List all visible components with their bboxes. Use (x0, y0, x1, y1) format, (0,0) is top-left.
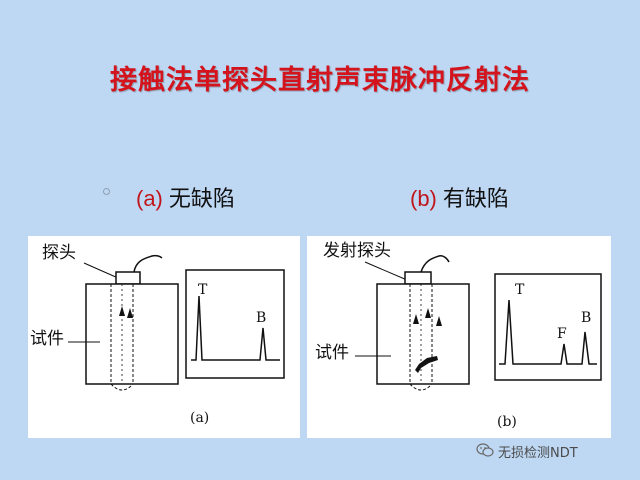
peak-b-label-b: B (581, 310, 591, 326)
probe-label-b: 发射探头 (323, 241, 391, 261)
diagram-b-svg: 发射探头 试件 T F B (b) (315, 241, 602, 430)
caption-a-letter: (a) (136, 186, 163, 211)
arrow-up-a1 (119, 306, 125, 316)
slide-title: 接触法单探头直射声束脉冲反射法 (110, 65, 530, 96)
a-scan-trace-b (499, 299, 597, 365)
arrow-up-a2 (127, 308, 133, 318)
specimen-label-a: 试件 (30, 329, 64, 349)
probe-cable-a (133, 254, 163, 273)
caption-b-letter: (b) (410, 186, 437, 211)
beam-return-a (110, 383, 134, 391)
diagram-panel-a: 探头 试件 T B (a) (28, 236, 300, 438)
wechat-icon (476, 443, 494, 457)
caption-a-text: 无缺陷 (168, 187, 235, 212)
peak-t-label-a: T (198, 282, 208, 298)
specimen-a (85, 283, 179, 385)
sub-caption-a: (a) (190, 410, 209, 426)
diagram-panel-b: 发射探头 试件 T F B (b) (307, 236, 611, 438)
beam-return-b (409, 383, 433, 391)
peak-b-label-a: B (256, 310, 266, 326)
caption-b: (b)有缺陷 (410, 181, 509, 213)
defect-flaw (415, 356, 438, 373)
peak-t-label-b: T (515, 282, 525, 298)
arrow-up-b2 (425, 308, 431, 318)
bullet-marker (103, 188, 110, 195)
diagram-a-svg: 探头 试件 T B (a) (30, 243, 285, 426)
probe-label-a: 探头 (42, 243, 76, 263)
a-scan-trace-a (191, 295, 280, 361)
probe-cable-b (420, 255, 450, 273)
caption-b-text: 有缺陷 (442, 187, 509, 212)
probe-block-b (404, 271, 432, 285)
specimen-b (376, 283, 470, 385)
arrow-up-b3 (436, 316, 442, 326)
specimen-label-b: 试件 (315, 343, 349, 363)
probe-leader-b (364, 261, 408, 281)
sub-caption-b: (b) (497, 414, 517, 430)
probe-block-a (115, 271, 141, 285)
arrow-up-b1 (413, 314, 419, 324)
peak-f-label-b: F (557, 326, 567, 342)
probe-leader-a (83, 262, 119, 279)
watermark-text: 无损检测NDT (498, 446, 578, 461)
caption-a: (a)无缺陷 (136, 181, 235, 213)
